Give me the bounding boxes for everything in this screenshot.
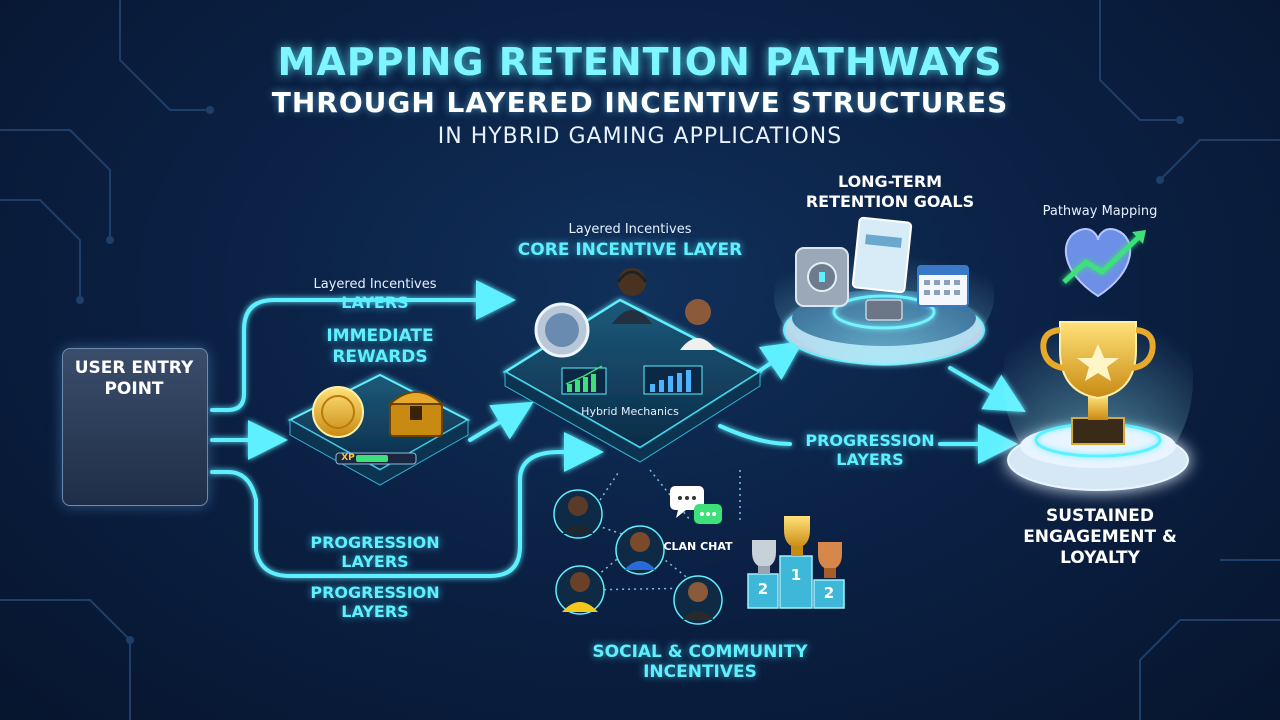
core-caption: Layered Incentives — [568, 222, 692, 237]
pathway-mapping-label: Pathway Mapping — [1042, 204, 1158, 219]
xp-bar — [335, 452, 417, 465]
xp-label: XP — [341, 453, 355, 463]
circuit-nodes — [76, 106, 1184, 644]
clan-chat-label: CLAN CHAT — [663, 540, 733, 553]
vault-safe-icon — [795, 247, 849, 307]
badge-seal-icon — [534, 302, 590, 358]
treasure-chest-icon — [387, 391, 445, 437]
edge-core-progression — [718, 424, 792, 446]
avatar-hoodie-1 — [553, 489, 603, 539]
edge-entry-progression — [210, 432, 604, 578]
immediate-rewards-label: IMMEDIATE REWARDS — [326, 326, 434, 367]
edge-immediate-core — [468, 401, 534, 442]
bronze-trophy-icon — [818, 542, 842, 578]
title-line-3: IN HYBRID GAMING APPLICATIONS — [437, 124, 843, 149]
gold-trophy-icon — [1040, 321, 1156, 445]
silver-trophy-icon — [752, 540, 776, 574]
sustained-engagement-label: SUSTAINED ENGAGEMENT & LOYALTY — [1023, 506, 1177, 568]
core-incentive-label: CORE INCENTIVE LAYER — [517, 240, 743, 260]
entry-label: USER ENTRY POINT — [74, 358, 194, 399]
connectors — [210, 280, 1026, 578]
gold-coin-icon — [312, 386, 364, 438]
avatar-headphones — [615, 525, 665, 575]
core-platform — [502, 268, 763, 463]
growth-chart-icon-2 — [643, 365, 703, 395]
avatar-yellow-hoodie — [555, 565, 605, 615]
calendar-icon — [917, 265, 969, 307]
layers-label: LAYERS — [341, 293, 409, 312]
progression-right-label: PROGRESSION LAYERS — [805, 431, 935, 469]
gold-trophy-small-icon — [784, 516, 810, 556]
social-links — [577, 469, 741, 591]
avatar-headset — [612, 268, 652, 324]
social-avatars — [553, 489, 723, 625]
hybrid-mechanics-label: Hybrid Mechanics — [581, 405, 679, 418]
progression-label-a: PROGRESSION LAYERS — [310, 533, 440, 571]
podium-first: 1 — [790, 566, 802, 584]
avatar-woman — [673, 575, 723, 625]
title-line-1: MAPPING RETENTION PATHWAYS — [277, 40, 1003, 84]
podium-second: 2 — [757, 580, 769, 598]
progression-label-b: PROGRESSION LAYERS — [310, 583, 440, 621]
chip-icon — [865, 299, 903, 321]
edge-entry-layers — [210, 280, 516, 412]
trophy-platform — [1003, 270, 1193, 491]
title-line-2: THROUGH LAYERED INCENTIVE STRUCTURES — [271, 86, 1009, 119]
immediate-platform — [287, 373, 471, 486]
edge-longterm-sustained — [948, 366, 1026, 413]
long-term-label: LONG-TERM RETENTION GOALS — [805, 172, 975, 211]
growth-chart-icon — [561, 365, 607, 395]
social-community-label: SOCIAL & COMMUNITY INCENTIVES — [592, 642, 808, 682]
layers-caption: Layered Incentives — [313, 277, 437, 292]
battle-pass-card-icon — [851, 216, 913, 294]
podium — [747, 516, 845, 609]
avatar-player — [680, 299, 716, 350]
chat-bubble-icon — [670, 486, 722, 524]
user-entry-card — [62, 348, 208, 506]
longterm-platform — [774, 216, 994, 366]
podium-third: 2 — [823, 584, 835, 602]
